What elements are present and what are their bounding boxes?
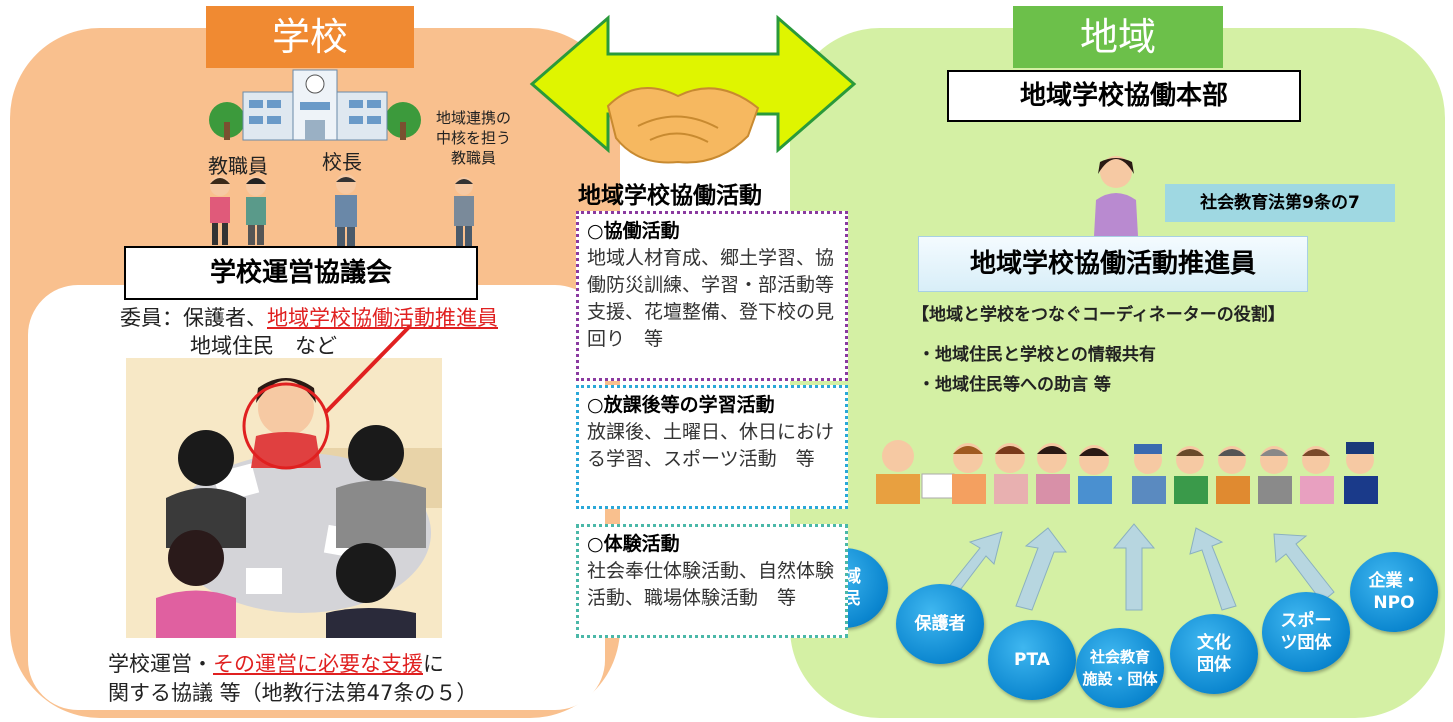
activity-box-experience: ○体験活動 社会奉仕体験活動、自然体験活動、職場体験活動 等 — [576, 524, 848, 638]
staff-label: 教職員 — [208, 154, 268, 178]
purpose-prefix: 学校運営・ — [108, 652, 213, 676]
members-prefix: 委員：保護者、 — [120, 306, 267, 330]
activity-heading: ○放課後等の学習活動 — [587, 394, 775, 416]
promoter-title: 地域学校協働活動推進員 — [918, 236, 1308, 292]
bubble-culture: 文化 団体 — [1170, 614, 1258, 694]
core-staff-label: 地域連携の 中核を担う 教職員 — [436, 109, 512, 167]
activity-body: 社会奉仕体験活動、自然体験活動、職場体験活動 等 — [587, 560, 835, 609]
council-title: 学校運営協議会 — [124, 246, 478, 300]
double-arrow — [529, 14, 857, 154]
principal-label: 校長 — [322, 150, 362, 174]
activity-box-collaboration: ○協働活動 地域人材育成、郷土学習、協働防災訓練、学習・部活動等支援、花壇整備、… — [576, 211, 848, 381]
activity-body: 放課後、土曜日、休日における学習、スポーツ活動 等 — [587, 421, 835, 470]
bubble-guardians: 保護者 — [896, 584, 984, 664]
bubble-sports: スポー ツ団体 — [1262, 592, 1350, 672]
staff-people-icon — [210, 174, 474, 247]
bubble-pta: PTA — [988, 620, 1076, 700]
role-heading: 【地域と学校をつなぐコーディネーターの役割】 — [912, 305, 1285, 325]
region-tab: 地域 — [1013, 6, 1223, 68]
role-1: ・地域住民と学校との情報共有 — [918, 345, 1156, 365]
activity-box-after-school: ○放課後等の学習活動 放課後、土曜日、休日における学習、スポーツ活動 等 — [576, 385, 848, 509]
pointer-line — [324, 324, 412, 414]
members-line2: 地域住民 など — [190, 334, 337, 358]
purpose-line2: 関する協議 等（地教行法第47条の５） — [108, 681, 478, 705]
meeting-illustration — [126, 358, 442, 638]
activity-heading: ○協働活動 — [587, 220, 680, 242]
center-title: 地域学校協働活動 — [578, 183, 762, 209]
council-members: 委員：保護者、地域学校協働活動推進員 — [120, 304, 498, 332]
upward-arrows — [939, 523, 1335, 611]
activity-heading: ○体験活動 — [587, 533, 680, 555]
headquarters-box: 地域学校協働本部 — [947, 70, 1301, 122]
members-highlight: 地域学校協働活動推進員 — [267, 306, 498, 330]
bubble-social-education: 社会教育 施設・団体 — [1076, 628, 1164, 708]
purpose-highlight: その運営に必要な支援 — [213, 652, 423, 676]
coordinator-person-icon — [1094, 156, 1138, 236]
purpose-suffix: に — [423, 652, 444, 676]
role-2: ・地域住民等への助言 等 — [918, 375, 1111, 395]
council-purpose: 学校運営・その運営に必要な支援に — [108, 650, 444, 679]
activity-body: 地域人材育成、郷土学習、協働防災訓練、学習・部活動等支援、花壇整備、登下校の見回… — [587, 247, 835, 350]
school-building-icon — [209, 69, 421, 141]
bubble-business: 企業・ NPO — [1350, 552, 1438, 632]
school-tab: 学校 — [206, 6, 414, 68]
community-people-icon — [876, 440, 1378, 504]
law-badge: 社会教育法第9条の7 — [1165, 184, 1395, 222]
handshake-icon — [606, 87, 760, 164]
